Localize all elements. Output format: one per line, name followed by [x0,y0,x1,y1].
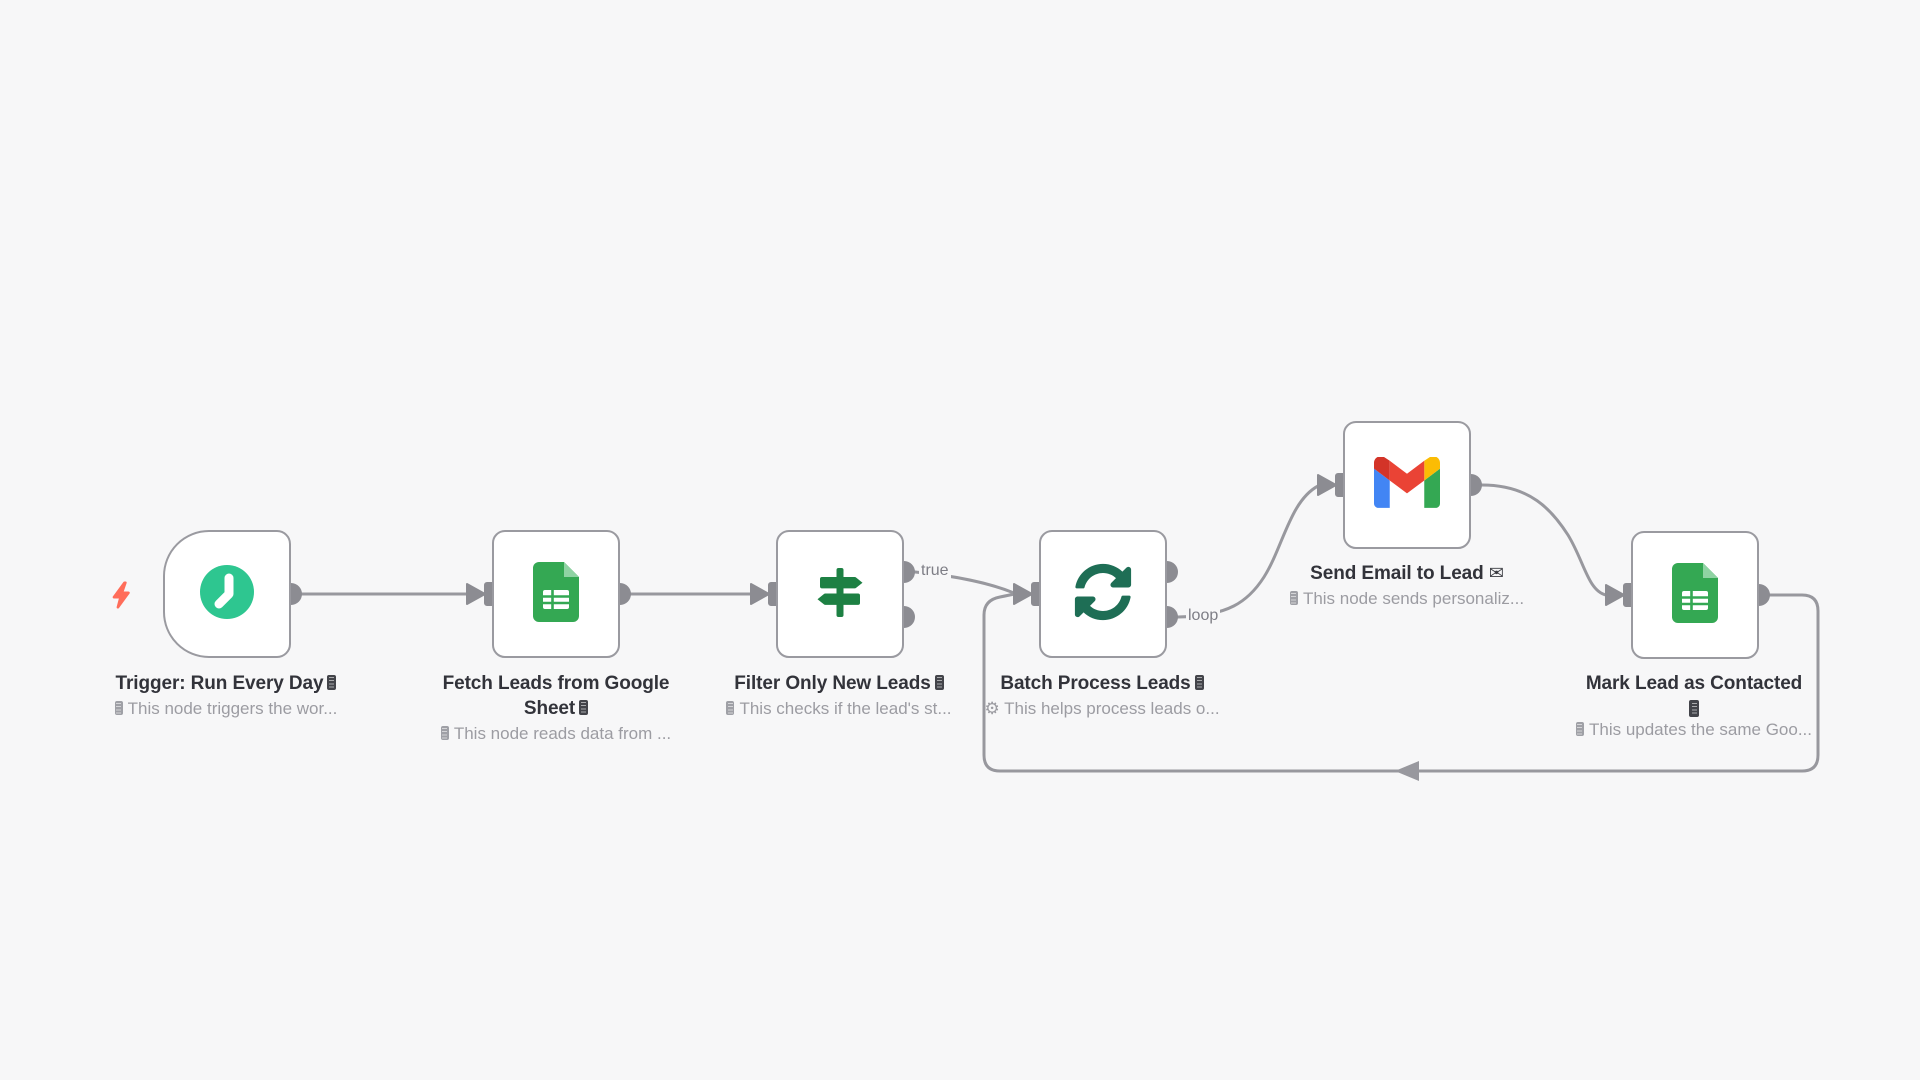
node-title: Trigger: Run Every Day [46,671,406,696]
node-subtitle: This node triggers the wor... [46,698,406,720]
node-send-email-to-lead[interactable] [1343,421,1471,549]
missing-glyph-box [579,700,589,715]
node-filter-only-new-leads[interactable] [776,530,904,658]
node-title: Fetch Leads from Google Sheet [442,673,670,719]
missing-glyph-box [114,701,123,715]
wire-label-true: true [919,562,951,580]
signpost-icon [812,564,868,625]
missing-glyph-box [726,701,735,715]
wire-label-loop: loop [1186,607,1221,625]
input-port-mark [1605,584,1625,606]
input-port-filter [750,583,770,605]
google-sheets-icon [533,561,579,627]
clock-icon [200,564,254,624]
missing-glyph-box [1575,722,1584,736]
missing-glyph-box [934,675,944,690]
input-port-fetch [466,583,486,605]
node-title: Mark Lead as Contacted [1514,671,1874,717]
node-title: Filter Only New Leads [659,671,1019,696]
google-sheets-icon [1672,562,1718,628]
node-fetch-leads-google-sheet[interactable] [492,530,620,658]
caption-fetch-leads: Fetch Leads from Google Sheet This node … [376,671,736,745]
sync-loop-icon [1074,563,1132,626]
node-mark-lead-as-contacted[interactable] [1631,531,1759,659]
node-subtitle: This node reads data from ... [376,723,736,745]
gmail-icon [1374,456,1440,513]
trigger-bolt-icon [109,581,133,614]
node-title: Batch Process Leads [922,671,1282,696]
loopback-arrowhead-icon [1395,761,1419,781]
node-batch-process-leads[interactable] [1039,530,1167,658]
node-subtitle: ⚙ This helps process leads o... [984,699,1220,718]
node-subtitle: This updates the same Goo... [1514,719,1874,741]
caption-batch-process-leads: Batch Process Leads ⚙ This helps process… [922,671,1282,720]
wire-gmail-to-mark [1480,483,1608,597]
caption-mark-lead-as-contacted: Mark Lead as Contacted This updates the … [1514,671,1874,741]
missing-glyph-box [1289,591,1298,605]
input-port-batch [1013,583,1033,605]
gear-icon: ⚙ [984,699,1000,718]
envelope-icon: ✉ [1488,563,1504,583]
missing-glyph-box [1689,700,1699,717]
caption-schedule-trigger: Trigger: Run Every Day This node trigger… [46,671,406,720]
caption-filter-only-new-leads: Filter Only New Leads This checks if the… [659,671,1019,720]
caption-send-email-to-lead: Send Email to Lead ✉ This node sends per… [1227,561,1587,610]
node-subtitle: This node sends personaliz... [1227,588,1587,610]
missing-glyph-box [327,675,337,690]
node-schedule-trigger[interactable] [163,530,291,658]
missing-glyph-box [440,726,449,740]
node-subtitle: This checks if the lead's st... [659,698,1019,720]
node-title: Send Email to Lead ✉ [1310,563,1504,584]
missing-glyph-box [1194,675,1204,690]
wire-mark-to-batch-loopback [982,592,1820,773]
input-port-gmail [1317,474,1337,496]
